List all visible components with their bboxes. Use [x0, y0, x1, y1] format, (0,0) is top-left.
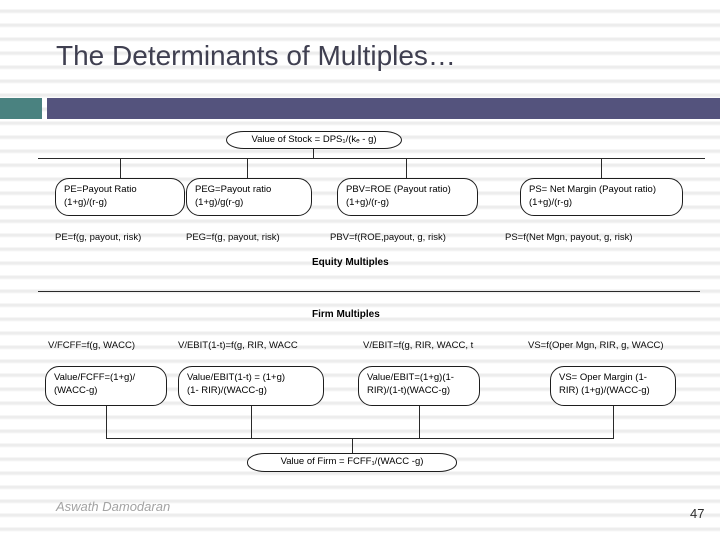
value-fcff-box: Value/FCFF=(1+g)/ (WACC-g): [45, 366, 167, 406]
vs-margin-box: VS= Oper Margin (1- RIR) (1+g)/(WACC-g): [550, 366, 676, 406]
connector-rise: [419, 406, 420, 439]
vs-margin-line2: RIR) (1+g)/(WACC-g): [559, 384, 650, 396]
value-ebit1t-box: Value/EBIT(1-t) = (1+g) (1- RIR)/(WACC-g…: [178, 366, 324, 406]
ps-ratio-box: PS= Net Margin (Payout ratio) (1+g)/(r-g…: [520, 178, 683, 216]
pbv-function-text: PBV=f(ROE,payout, g, risk): [330, 232, 446, 243]
section-divider-line: [38, 291, 700, 292]
value-fcff-line1: Value/FCFF=(1+g)/: [54, 372, 136, 383]
peg-ratio-line1: PEG=Payout ratio: [195, 184, 272, 195]
pe-ratio-line2: (1+g)/(r-g): [64, 196, 108, 208]
connector-drop: [247, 158, 248, 178]
connector-firm-hline: [106, 438, 614, 439]
connector-drop: [406, 158, 407, 178]
vs-margin-line1: VS= Oper Margin (1-: [559, 372, 647, 383]
firm-multiples-label: Firm Multiples: [312, 309, 380, 320]
value-ebit1t-line1: Value/EBIT(1-t) = (1+g): [187, 372, 286, 383]
value-ebit-box: Value/EBIT=(1+g)(1- RIR)/(1-t)(WACC-g): [358, 366, 480, 406]
pe-ratio-line1: PE=Payout Ratio: [64, 184, 137, 195]
vebit-function-text: V/EBIT=f(g, RIR, WACC, t: [363, 340, 474, 351]
value-of-firm-node: Value of Firm = FCFF₁/(WACC -g): [247, 453, 457, 472]
peg-ratio-line2: (1+g)/g(r-g): [195, 196, 244, 208]
connector-firm-stub: [352, 438, 353, 453]
value-ebit1t-line2: (1- RIR)/(WACC-g): [187, 384, 267, 396]
connector-rise: [106, 406, 107, 439]
peg-function-text: PEG=f(g, payout, risk): [186, 232, 280, 243]
title-underline-bar: [47, 98, 720, 119]
value-of-stock-node: Value of Stock = DPS₁/(kₑ - g): [226, 131, 402, 149]
connector-drop: [120, 158, 121, 178]
connector-drop: [601, 158, 602, 178]
pbv-ratio-line1: PBV=ROE (Payout ratio): [346, 184, 451, 195]
vs-function-text: VS=f(Oper Mgn, RIR, g, WACC): [528, 340, 664, 351]
pe-ratio-box: PE=Payout Ratio (1+g)/(r-g): [55, 178, 185, 216]
connector-rise: [613, 406, 614, 439]
connector-root-stub: [313, 149, 314, 158]
slide-title: The Determinants of Multiples…: [56, 40, 456, 71]
value-ebit-line2: RIR)/(1-t)(WACC-g): [367, 384, 451, 396]
equity-multiples-label: Equity Multiples: [312, 257, 389, 268]
page-number: 47: [690, 506, 705, 521]
ps-ratio-line2: (1+g)/(r-g): [529, 196, 573, 208]
ps-ratio-line1: PS= Net Margin (Payout ratio): [529, 184, 656, 195]
connector-rise: [251, 406, 252, 439]
value-fcff-line2: (WACC-g): [54, 384, 98, 396]
vebit1t-function-text: V/EBIT(1-t)=f(g, RIR, WACC: [178, 340, 298, 351]
pbv-ratio-box: PBV=ROE (Payout ratio) (1+g)/(r-g): [337, 178, 478, 216]
footer-author: Aswath Damodaran: [56, 499, 171, 514]
pe-function-text: PE=f(g, payout, risk): [55, 232, 142, 243]
pbv-ratio-line2: (1+g)/(r-g): [346, 196, 390, 208]
vfcff-function-text: V/FCFF=f(g, WACC): [48, 340, 135, 351]
connector-equity-hline: [38, 158, 705, 159]
value-ebit-line1: Value/EBIT=(1+g)(1-: [367, 372, 454, 383]
peg-ratio-box: PEG=Payout ratio (1+g)/g(r-g): [186, 178, 312, 216]
title-accent-square: [0, 98, 42, 119]
ps-function-text: PS=f(Net Mgn, payout, g, risk): [505, 232, 633, 243]
